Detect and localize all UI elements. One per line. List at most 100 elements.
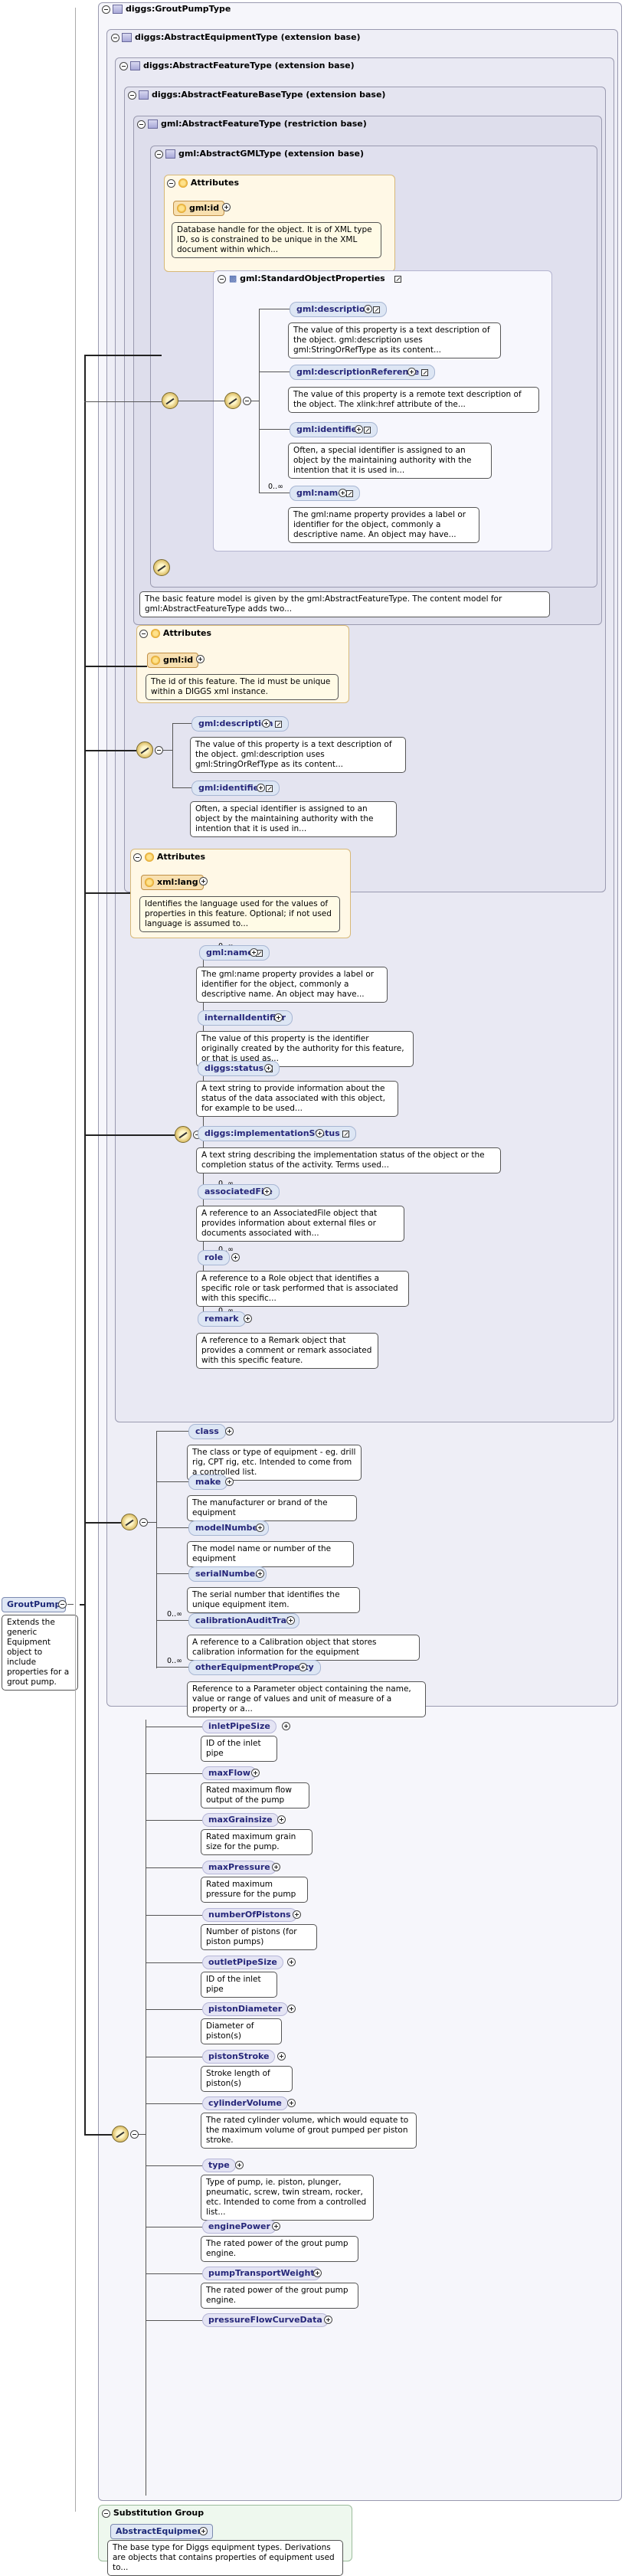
expand-toggle[interactable] bbox=[287, 1958, 296, 1966]
element-gml-identifier[interactable]: gml:identifier bbox=[191, 781, 280, 796]
link-icon[interactable] bbox=[345, 489, 353, 497]
element-gml-description[interactable]: gml:description bbox=[290, 302, 388, 317]
expand-toggle[interactable] bbox=[277, 1815, 286, 1824]
element-diggs-implementationstatus[interactable]: diggs:implementationStatus bbox=[198, 1126, 356, 1141]
root-element-groutpump[interactable]: GroutPump bbox=[2, 1597, 67, 1612]
element-gml-name[interactable]: gml:name bbox=[199, 945, 270, 961]
expand-toggle[interactable] bbox=[196, 655, 205, 663]
expand-toggle[interactable] bbox=[299, 1663, 307, 1671]
collapse-toggle[interactable] bbox=[128, 90, 136, 100]
element-gml-identifier[interactable]: gml:identifier bbox=[290, 422, 378, 437]
element-inletpipesize[interactable]: inletPipeSize bbox=[202, 1720, 277, 1733]
expand-toggle[interactable] bbox=[256, 1524, 264, 1532]
element-class[interactable]: class bbox=[188, 1424, 226, 1439]
element-doc: The serial number that identifies the un… bbox=[187, 1587, 360, 1613]
collapse-toggle[interactable] bbox=[155, 149, 163, 159]
element-remark[interactable]: remark bbox=[198, 1311, 246, 1327]
element-enginepower[interactable]: enginePower bbox=[202, 2220, 277, 2234]
expand-toggle[interactable] bbox=[324, 2316, 332, 2324]
link-icon[interactable] bbox=[363, 426, 371, 434]
collapse-toggle[interactable] bbox=[139, 1518, 148, 1527]
expand-toggle[interactable] bbox=[199, 877, 208, 885]
element-maxpressure[interactable]: maxPressure bbox=[202, 1861, 277, 1874]
element-associatedfile[interactable]: associatedFile bbox=[198, 1184, 280, 1200]
expand-toggle[interactable] bbox=[262, 719, 270, 728]
expand-toggle[interactable] bbox=[313, 2269, 322, 2277]
collapse-toggle[interactable] bbox=[243, 397, 251, 405]
collapse-toggle[interactable] bbox=[137, 119, 146, 129]
link-icon[interactable] bbox=[373, 306, 381, 313]
collapse-toggle[interactable] bbox=[58, 1600, 67, 1609]
element-doc: Stroke length of piston(s) bbox=[201, 2066, 293, 2092]
collapse-toggle[interactable] bbox=[111, 33, 119, 42]
expand-toggle[interactable] bbox=[263, 1187, 271, 1196]
expand-toggle[interactable] bbox=[407, 368, 416, 376]
collapse-toggle[interactable] bbox=[155, 746, 163, 754]
expand-toggle[interactable] bbox=[339, 489, 347, 497]
element-serialnumber[interactable]: serialNumber bbox=[188, 1566, 267, 1582]
attribute-gml-id[interactable]: gml:id bbox=[147, 653, 199, 668]
element-modelnumber[interactable]: modelNumber bbox=[188, 1520, 270, 1536]
attribute-gml-id[interactable]: gml:id bbox=[173, 201, 225, 216]
link-icon[interactable] bbox=[342, 1130, 349, 1137]
collapse-toggle[interactable] bbox=[139, 629, 148, 638]
expand-toggle[interactable] bbox=[231, 1253, 240, 1262]
attribute-xml-lang[interactable]: xml:lang bbox=[141, 875, 204, 890]
element-internalidentifier[interactable]: internalIdentifier bbox=[198, 1010, 293, 1026]
link-icon[interactable] bbox=[265, 784, 273, 792]
expand-toggle[interactable] bbox=[251, 1769, 260, 1777]
element-maxgrainsize[interactable]: maxGrainsize bbox=[202, 1813, 279, 1827]
element-pistondiameter[interactable]: pistonDiameter bbox=[202, 2002, 289, 2016]
element-gml-descriptionreference[interactable]: gml:descriptionReference bbox=[290, 365, 436, 380]
expand-toggle[interactable] bbox=[256, 1569, 264, 1578]
element-calibrationaudittrail[interactable]: calibrationAuditTrail bbox=[188, 1613, 299, 1628]
expand-toggle[interactable] bbox=[264, 1064, 273, 1072]
expand-toggle[interactable] bbox=[287, 2099, 296, 2107]
expand-toggle[interactable] bbox=[272, 1863, 280, 1871]
expand-toggle[interactable] bbox=[355, 425, 363, 434]
expand-toggle[interactable] bbox=[225, 1478, 234, 1486]
expand-toggle[interactable] bbox=[282, 1722, 290, 1730]
element-otherequipmentproperty[interactable]: otherEquipmentProperty bbox=[188, 1660, 321, 1675]
element-pressureflowcurvedata[interactable]: pressureFlowCurveData bbox=[202, 2313, 329, 2327]
collapse-toggle[interactable] bbox=[130, 2130, 139, 2139]
expand-toggle[interactable] bbox=[244, 1314, 252, 1323]
element-outletpipesize[interactable]: outletPipeSize bbox=[202, 1956, 283, 1969]
collapse-toggle[interactable] bbox=[218, 274, 226, 283]
expand-toggle[interactable] bbox=[364, 305, 372, 313]
expand-toggle[interactable] bbox=[287, 2005, 296, 2013]
link-icon[interactable] bbox=[394, 275, 401, 283]
expand-toggle[interactable] bbox=[225, 1427, 234, 1435]
element-maxflow[interactable]: maxFlow bbox=[202, 1766, 257, 1780]
expand-toggle[interactable] bbox=[222, 203, 231, 211]
collapse-toggle[interactable] bbox=[133, 853, 142, 862]
element-numberofpistons[interactable]: numberOfPistons bbox=[202, 1908, 297, 1922]
element-pistonstroke[interactable]: pistonStroke bbox=[202, 2050, 276, 2064]
substitution-element[interactable]: AbstractEquipment bbox=[110, 2524, 213, 2539]
element-make[interactable]: make bbox=[188, 1475, 228, 1490]
expand-toggle[interactable] bbox=[277, 2052, 286, 2060]
expand-toggle[interactable] bbox=[199, 2527, 208, 2535]
collapse-toggle[interactable] bbox=[102, 2509, 110, 2518]
expand-toggle[interactable] bbox=[272, 2222, 280, 2231]
element-type[interactable]: type bbox=[202, 2159, 236, 2172]
element-role[interactable]: role bbox=[198, 1250, 231, 1265]
element-gml-name[interactable]: gml:name bbox=[290, 486, 360, 501]
base-title-feature: diggs:AbstractFeatureType (extension bas… bbox=[143, 61, 355, 70]
expand-toggle[interactable] bbox=[250, 948, 258, 957]
expand-toggle[interactable] bbox=[235, 2161, 244, 2169]
collapse-toggle[interactable] bbox=[119, 61, 128, 70]
expand-toggle[interactable] bbox=[257, 784, 265, 792]
expand-toggle[interactable] bbox=[274, 1013, 283, 1022]
collapse-toggle[interactable] bbox=[102, 5, 110, 14]
expand-toggle[interactable] bbox=[286, 1616, 295, 1625]
type-doc: The basic feature model is given by the … bbox=[139, 591, 550, 617]
link-icon[interactable] bbox=[275, 720, 283, 728]
element-gml-description[interactable]: gml:description bbox=[191, 716, 290, 732]
element-pumptransportweight[interactable]: pumpTransportWeight bbox=[202, 2267, 321, 2280]
collapse-toggle[interactable] bbox=[167, 178, 175, 188]
expand-toggle[interactable] bbox=[316, 1129, 324, 1137]
expand-toggle[interactable] bbox=[293, 1910, 301, 1919]
link-icon[interactable] bbox=[421, 368, 429, 376]
element-cylindervolume[interactable]: cylinderVolume bbox=[202, 2096, 288, 2110]
